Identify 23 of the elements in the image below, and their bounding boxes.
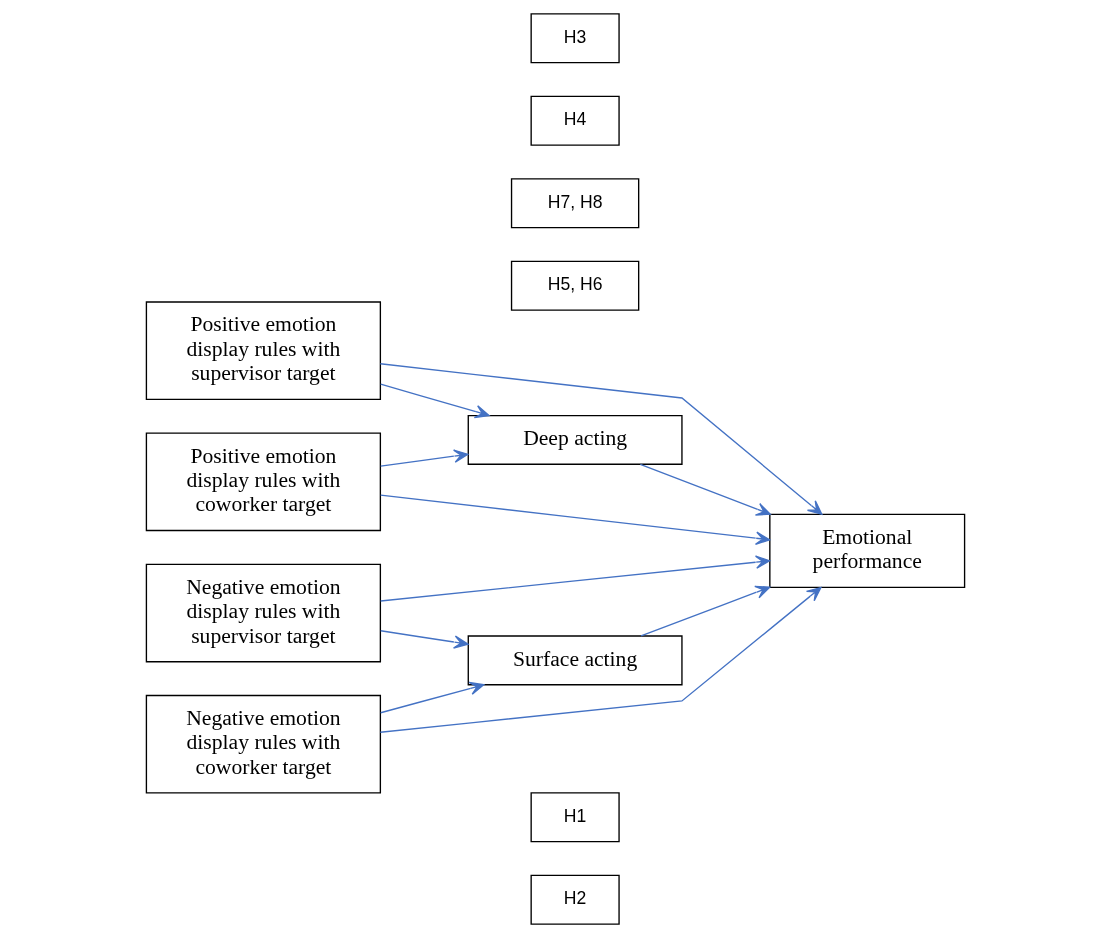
node-box: Deep acting: [467, 414, 683, 465]
arrow: [380, 449, 469, 467]
node-box: Emotional performance: [769, 513, 966, 588]
node-box: H5, H6: [510, 260, 640, 311]
arrow: [640, 585, 771, 637]
arrow: [380, 681, 485, 714]
node-box: H2: [530, 874, 620, 925]
arrow: [380, 630, 469, 649]
arrow: [639, 463, 771, 516]
node-box: Negative emotion display rules with supervisor target: [145, 563, 382, 663]
arrow: [380, 383, 490, 419]
arrow: [379, 363, 823, 515]
node-box: H3: [530, 13, 620, 64]
node-box: Positive emotion display rules with supervisor target: [145, 301, 382, 401]
arrow: [379, 555, 771, 602]
arrow: [379, 494, 771, 545]
node-box: Positive emotion display rules with coworker target: [145, 432, 382, 532]
node-box: H7, H8: [510, 178, 640, 229]
arrow: [379, 586, 822, 733]
node-box: H4: [530, 95, 620, 146]
node-box: H1: [530, 792, 620, 843]
node-box: Negative emotion display rules with coworker target: [145, 694, 382, 794]
node-box: Surface acting: [467, 635, 683, 686]
